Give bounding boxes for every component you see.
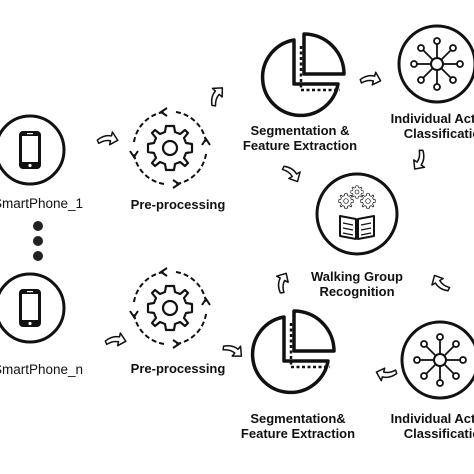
- curved-arrow-icon: [427, 271, 452, 298]
- segmentation-top-line1: Segmentation &: [250, 123, 350, 138]
- smartphone-icon-top: [0, 114, 66, 186]
- vertical-dots-icon: [33, 221, 43, 261]
- preprocess-bottom-label: Pre-processing: [130, 361, 226, 376]
- segmentation-bottom-label: Segmentation& Feature Extraction: [218, 411, 378, 441]
- smartphone-icon-bottom: [0, 272, 66, 344]
- phone-bottom-label: SmartPhone_n: [0, 362, 84, 377]
- segmentation-top-line2: Feature Extraction: [242, 138, 358, 153]
- curved-arrow-icon: [358, 68, 384, 89]
- walking-group-line2: Recognition: [319, 284, 395, 299]
- individual-top-line2: Classification: [403, 126, 474, 141]
- gears-book-icon: [315, 172, 399, 256]
- gear-cycle-icon-bottom: [130, 268, 210, 348]
- individual-bottom-line1: Individual Activity: [390, 411, 474, 426]
- curved-arrow-icon: [373, 364, 399, 385]
- network-node-icon-top: [397, 24, 474, 104]
- individual-top-label: Individual Activity Classification: [376, 111, 474, 141]
- pie-chart-icon-bottom: [250, 309, 336, 395]
- individual-top-line1: Individual Activity: [390, 111, 474, 126]
- curved-arrow-icon: [220, 337, 247, 363]
- curved-arrow-icon: [203, 82, 229, 109]
- segmentation-bottom-line2: Feature Extraction: [240, 426, 356, 441]
- curved-arrow-icon: [269, 269, 294, 295]
- curved-arrow-icon: [103, 329, 128, 349]
- individual-bottom-line2: Classification: [403, 426, 474, 441]
- preprocess-top-label: Pre-processing: [130, 197, 226, 212]
- segmentation-bottom-line1: Segmentation&: [250, 411, 346, 426]
- curved-arrow-icon: [95, 128, 120, 148]
- phone-top-label: SmartPhone_1: [0, 196, 84, 211]
- network-node-icon-bottom: [400, 320, 474, 400]
- curved-arrow-icon: [408, 147, 433, 174]
- gear-cycle-icon-top: [130, 108, 210, 188]
- walking-group-line1: Walking Group: [311, 269, 403, 284]
- individual-bottom-label: Individual Activity Classification: [376, 411, 474, 441]
- segmentation-top-label: Segmentation & Feature Extraction: [220, 123, 380, 153]
- walking-group-label: Walking Group Recognition: [292, 269, 422, 299]
- pie-chart-icon-top: [260, 32, 346, 118]
- curved-arrow-icon: [280, 159, 305, 186]
